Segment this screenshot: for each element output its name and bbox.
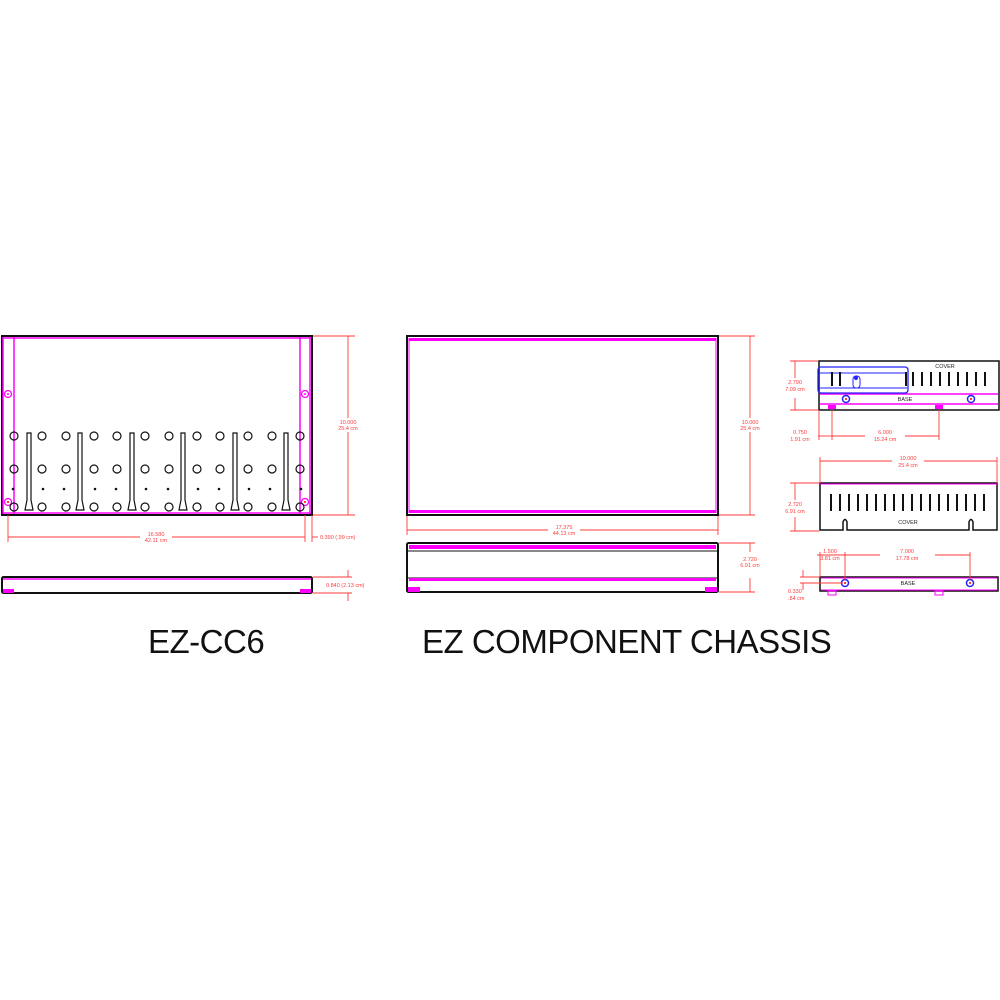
cover-height-in: 2.720 [788,502,802,508]
dimension-width [7,515,318,542]
detail-assembly: COVER BASE 2.790 7.09 cm 0.750 1.91 cm 6… [785,360,1000,443]
chassis-top-view: 10.000 25.4 cm 17.375 44.13 cm [406,335,760,537]
cover-label: COVER [898,520,918,526]
chassis-front-height-in: 2.720 [743,557,757,563]
base-hole-spacing-in: 7.000 [900,549,914,555]
detail-cover: COVER 10.000 25.4 cm 2.720 6.91 cm [785,456,998,532]
ez-cc6-side-view: 0.840 (2.13 cm) [1,570,365,601]
base-label: BASE [901,581,916,587]
assembly-foot-spacing-in: 6.000 [878,430,892,436]
assembly-foot-offset-cm: 1.91 cm [790,437,810,443]
cover-width-cm: 25.4 cm [898,463,918,469]
cover-height-cm: 6.91 cm [785,509,805,515]
ez-cc6-width-cm: 42.11 cm [145,538,168,544]
assembly-base-label: BASE [898,397,913,403]
chassis-width-in: 17.375 [556,525,573,531]
chassis-height-cm: 25.4 cm [740,426,760,432]
chassis-front-height-cm: 6.91 cm [740,563,760,569]
dimension-height [313,335,355,516]
base-height-in: 0.330 [788,589,802,595]
caption-ez-cc6: EZ-CC6 [148,623,265,660]
ez-cc6-width-in: 16.580 [148,532,165,538]
ez-cc6-height-in: 10.000 [340,420,357,426]
cover-width-in: 10.000 [900,456,917,462]
mount-hole-icon [3,389,13,399]
detail-base: BASE 1.500 3.81 cm 7.000 17.78 cm 0.330 … [788,549,999,602]
base-height-cm: .84 cm [788,596,805,602]
ez-cc6-side-height: 0.840 (2.13 cm) [326,583,365,589]
ez-cc6-offset: 0.390 (.99 cm) [320,535,356,541]
ez-cc6-top-view: 10.000 25.4 cm 16.580 42.11 cm 0.390 (.9… [1,335,358,544]
chassis-height-in: 10.000 [742,420,759,426]
caption-ez-component-chassis: EZ COMPONENT CHASSIS [422,623,832,660]
base-hole-offset-in: 1.500 [823,549,837,555]
chassis-front-view: 2.720 6.91 cm [406,542,760,593]
assembly-foot-offset-in: 0.750 [793,430,807,436]
base-hole-offset-cm: 3.81 cm [820,556,840,562]
assembly-height-cm: 7.09 cm [785,387,805,393]
assembly-foot-spacing-cm: 15.24 cm [874,437,897,443]
ez-cc6-height-cm: 25.4 cm [338,426,358,432]
assembly-cover-label: COVER [935,364,955,370]
chassis-width-cm: 44.13 cm [553,531,576,537]
assembly-height-in: 2.790 [788,380,802,386]
base-hole-spacing-cm: 17.78 cm [896,556,919,562]
